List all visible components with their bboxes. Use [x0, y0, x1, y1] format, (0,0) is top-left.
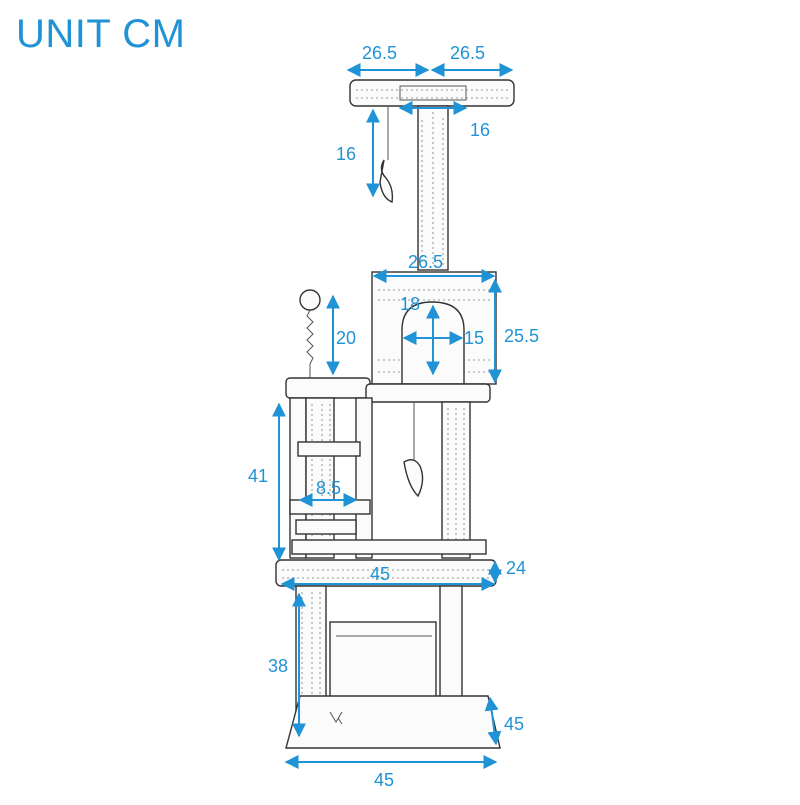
label-opening-height: 18	[400, 294, 420, 314]
label-toy-hang: 16	[336, 144, 356, 164]
unit-title: UNIT CM	[16, 12, 186, 56]
hanging-toy-mouse	[379, 159, 394, 203]
label-base-depth: 45	[504, 714, 524, 734]
right-platform	[365, 383, 491, 403]
dimension-labels: 26.5 26.5 16 16 26.5 18 15 25.5 20 41 8.…	[248, 43, 539, 790]
label-condo-height: 25.5	[504, 326, 539, 346]
base-back-panel	[329, 621, 437, 703]
dim-line-base-depth	[484, 696, 502, 746]
mid-base-board	[291, 539, 487, 555]
label-mid-height: 41	[248, 466, 268, 486]
label-top-post-width: 16	[470, 120, 490, 140]
label-opening-width: 15	[464, 328, 484, 348]
base-board	[285, 695, 501, 749]
hanging-toy-middle	[403, 459, 424, 498]
label-top-perch-right: 26.5	[450, 43, 485, 63]
label-top-perch-left: 26.5	[362, 43, 397, 63]
label-lower-depth: 24	[506, 558, 526, 578]
ladder-rung-top	[297, 441, 361, 457]
ball-toy	[299, 289, 321, 311]
label-condo-width: 26.5	[408, 252, 443, 272]
label-base-post: 38	[268, 656, 288, 676]
cat-tree-sketch	[275, 79, 515, 749]
label-ladder-gap: 8.5	[316, 478, 341, 498]
ladder-rung-bottom	[295, 519, 357, 535]
left-platform	[285, 377, 371, 399]
dimension-lines	[272, 63, 514, 769]
mid-inner-post	[355, 397, 373, 559]
top-perch-recess	[399, 85, 467, 101]
label-lower-width: 45	[370, 564, 390, 584]
mid-right-post	[441, 401, 471, 559]
label-base-width: 45	[374, 770, 394, 790]
label-ball-height: 20	[336, 328, 356, 348]
top-perch	[349, 79, 515, 107]
ladder-rung-middle	[289, 499, 371, 515]
